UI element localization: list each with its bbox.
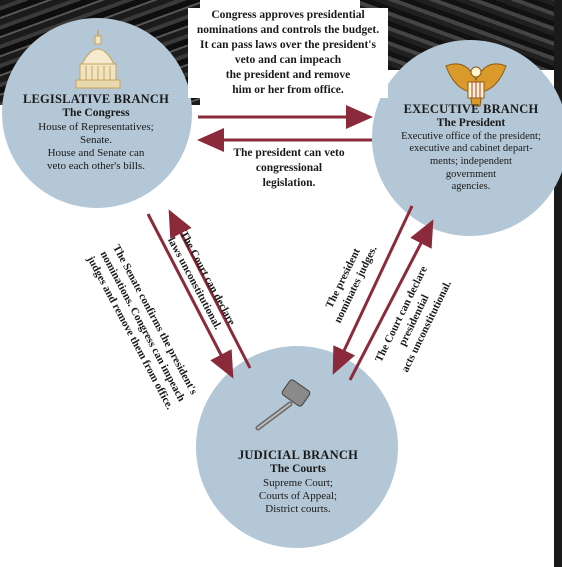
legislative-body-1: House of Representatives; bbox=[38, 120, 154, 133]
relation-line: congressional bbox=[255, 161, 323, 174]
executive-subtitle: The President bbox=[436, 117, 506, 129]
executive-body-3: ments; independent bbox=[430, 155, 512, 167]
executive-body-1: Executive office of the president; bbox=[401, 130, 541, 142]
relation-line: Congress approves presidential bbox=[211, 9, 365, 21]
relation-line: the president and remove bbox=[225, 68, 351, 81]
executive-body-2: executive and cabinet depart- bbox=[409, 143, 533, 155]
edge-border bbox=[554, 0, 562, 567]
relation-line: It can pass laws over the president's bbox=[200, 38, 376, 51]
president-to-congress-text: The president can veto congressional leg… bbox=[214, 146, 364, 191]
capitol-dome-icon bbox=[75, 30, 121, 89]
judicial-subtitle: The Courts bbox=[270, 463, 326, 475]
legislative-title: LEGISLATIVE BRANCH bbox=[22, 92, 170, 106]
judicial-text: JUDICIAL BRANCH The Courts Supreme Court… bbox=[212, 448, 384, 516]
eagle-seal-icon bbox=[445, 63, 507, 107]
legislative-body-3: House and Senate can bbox=[47, 147, 145, 160]
executive-text: EXECUTIVE BRANCH The President Executive… bbox=[378, 102, 562, 194]
legislative-body-2: Senate. bbox=[79, 133, 113, 146]
arrow-president-to-court bbox=[332, 205, 414, 375]
relation-line: nominations and controls the budget. bbox=[196, 23, 380, 36]
legislative-text: LEGISLATIVE BRANCH The Congress House of… bbox=[10, 92, 182, 174]
relation-line: legislation. bbox=[262, 176, 316, 189]
judicial-body-2: Courts of Appeal; bbox=[258, 489, 338, 502]
judicial-body-1: Supreme Court; bbox=[263, 476, 333, 489]
arrow-court-to-congress bbox=[168, 209, 252, 369]
relation-line: The president can veto bbox=[233, 147, 345, 159]
executive-body-5: agencies. bbox=[451, 181, 491, 193]
arrow-court-to-president bbox=[348, 219, 434, 381]
judicial-circle bbox=[196, 346, 398, 548]
congress-to-president-text: Congress approves presidential nominatio… bbox=[188, 8, 388, 98]
gavel-icon bbox=[255, 379, 311, 431]
legislative-body-4: veto each other's bills. bbox=[47, 160, 145, 173]
executive-title: EXECUTIVE BRANCH bbox=[403, 102, 539, 116]
judicial-title: JUDICIAL BRANCH bbox=[237, 448, 359, 462]
relation-line: him or her from office. bbox=[232, 83, 344, 96]
legislative-subtitle: The Congress bbox=[62, 107, 130, 119]
arrow-congress-to-court bbox=[146, 213, 234, 379]
relation-line: veto and can impeach bbox=[234, 53, 342, 66]
judicial-body-3: District courts. bbox=[265, 503, 331, 516]
executive-body-4: government bbox=[445, 168, 497, 180]
